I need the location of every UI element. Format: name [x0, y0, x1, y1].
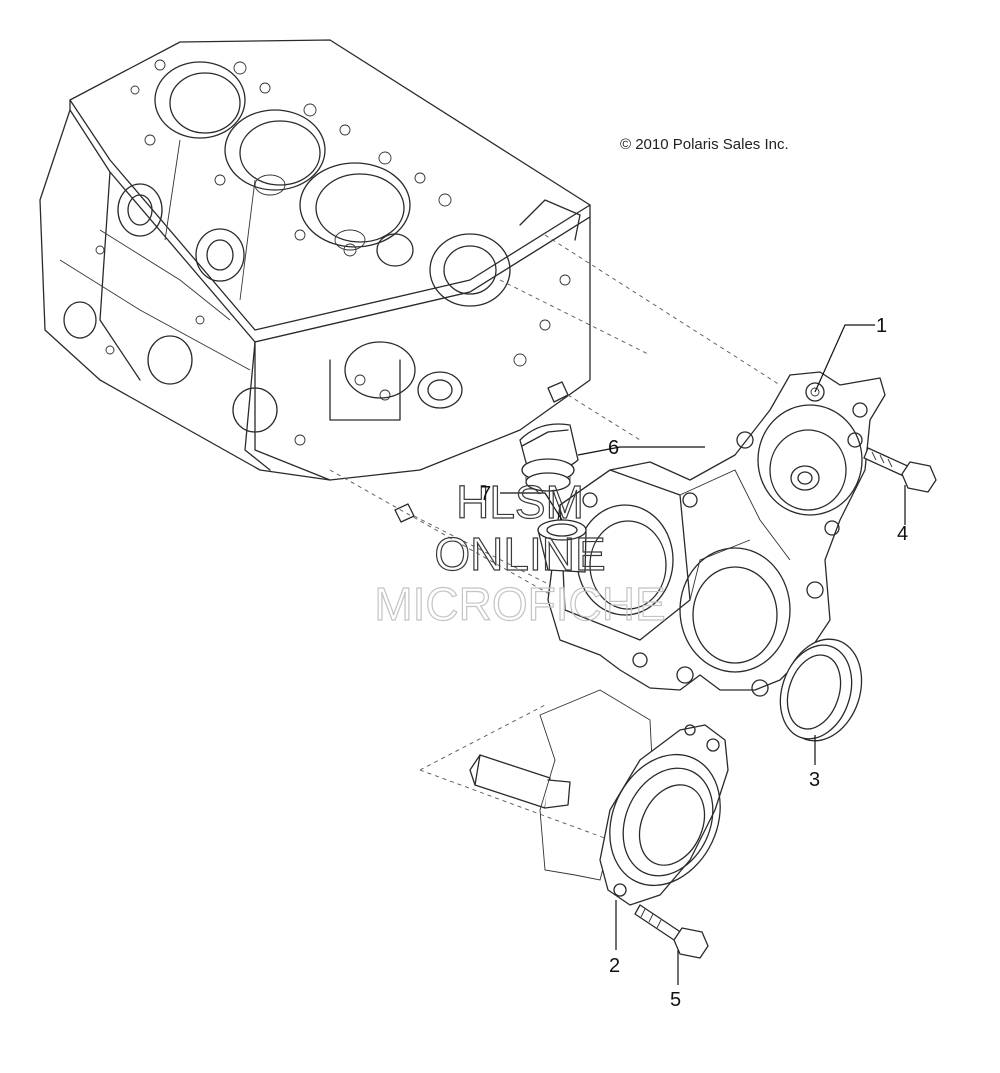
- callout-5: 5: [670, 989, 681, 1011]
- part-2-rear-cover: [599, 724, 729, 906]
- callout-2: 2: [609, 955, 620, 977]
- callout-7: 7: [480, 483, 491, 505]
- engine-block: [39, 39, 591, 523]
- copyright-text: © 2010 Polaris Sales Inc.: [620, 136, 789, 153]
- watermark-line1: HLSM: [456, 476, 584, 528]
- alignment-lines: [329, 234, 781, 841]
- callout-3: 3: [809, 769, 820, 791]
- part-1-timing-cover: [547, 371, 886, 697]
- callout-6: 6: [608, 437, 619, 459]
- part-6-fill-cap: [519, 423, 579, 492]
- part-5-bolt: [634, 904, 709, 959]
- watermark-line2: ONLINE: [434, 528, 605, 580]
- sealant-tube: [469, 754, 571, 809]
- part-4-bolt: [863, 447, 937, 493]
- watermark-line3: MICROFICHE: [374, 578, 665, 630]
- part-3-crank-seal: [779, 638, 863, 742]
- leader-lines: [500, 324, 906, 985]
- callout-1: 1: [876, 315, 887, 337]
- watermark: HLSM ONLINE MICROFICHE: [374, 475, 667, 630]
- part-7-fill-neck: [537, 519, 587, 573]
- callout-4: 4: [897, 523, 908, 545]
- gasket-outline: [539, 689, 653, 881]
